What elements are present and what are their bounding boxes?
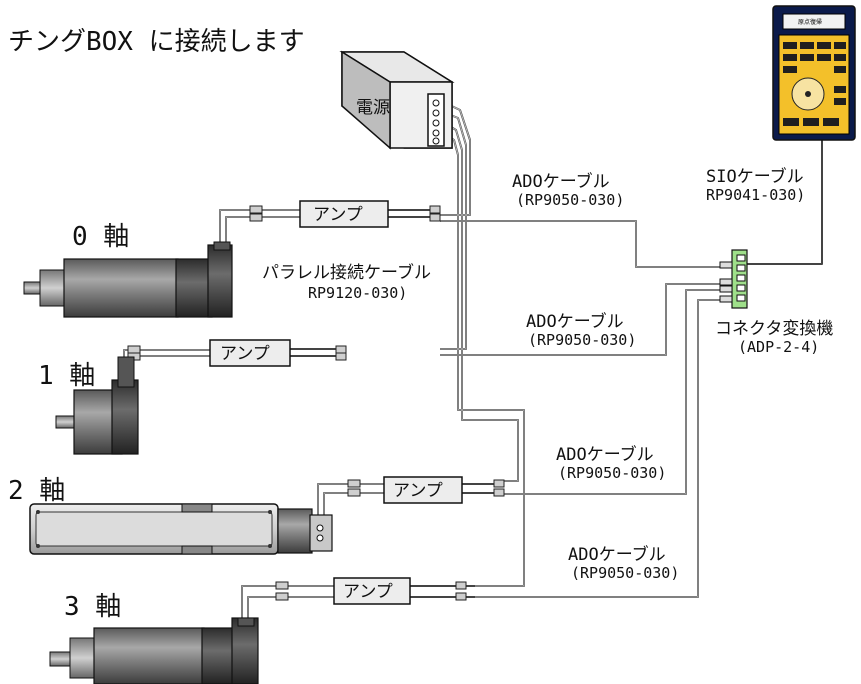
sio-cable [747, 140, 823, 265]
connector-converter [719, 249, 748, 309]
axis-2-label: 2 軸 [8, 476, 65, 506]
power-supply-label: 電源 [356, 98, 390, 118]
actuator-axis-2 [29, 503, 333, 555]
ado-cable-0-name: ADOケーブル [512, 171, 610, 192]
parallel-cable-part: RP9120-030) [308, 284, 407, 302]
motor-axis-3 [49, 617, 259, 684]
teaching-box[interactable]: 原点復帰 [772, 5, 856, 141]
ado-cable-2-part: (RP9050-030) [558, 464, 666, 482]
amp-0: アンプ [299, 200, 389, 228]
ado-cable-3-name: ADOケーブル [568, 544, 666, 565]
amp-3: アンプ [333, 577, 411, 605]
amp-1: アンプ [209, 339, 291, 367]
amp-2: アンプ [383, 476, 463, 504]
parallel-cable-name: パラレル接続ケーブル [262, 262, 431, 283]
sio-cable-part: RP9041-030) [706, 186, 805, 204]
amp-0-label: アンプ [313, 205, 363, 225]
converter-name: コネクタ変換機 [715, 319, 833, 339]
ado-cable-2-name: ADOケーブル [556, 444, 654, 465]
ado-cable-3-part: (RP9050-030) [571, 564, 679, 582]
axis-3-label: 3 軸 [64, 592, 121, 622]
converter-part: (ADP-2-4) [738, 338, 819, 356]
amp-2-label: アンプ [393, 481, 443, 501]
ado-cable-0-part: (RP9050-030) [516, 191, 624, 209]
sio-cable-name: SIOケーブル [706, 166, 804, 187]
teaching-box-screen: 原点復帰 [798, 18, 822, 26]
motor-axis-0 [23, 241, 233, 318]
amp-3-label: アンプ [343, 582, 393, 602]
ado-cable-1-part: (RP9050-030) [528, 331, 636, 349]
page-title: チングBOX に接続します [8, 27, 305, 57]
power-supply: 電源 [339, 50, 455, 150]
axis-0-label: 0 軸 [72, 222, 129, 252]
teaching-box-buttons [783, 42, 846, 126]
motor-axis-1 [55, 356, 139, 455]
amp-1-label: アンプ [220, 344, 270, 364]
ado-cable-1-name: ADOケーブル [526, 311, 624, 332]
axis-1-label: 1 軸 [38, 361, 95, 391]
